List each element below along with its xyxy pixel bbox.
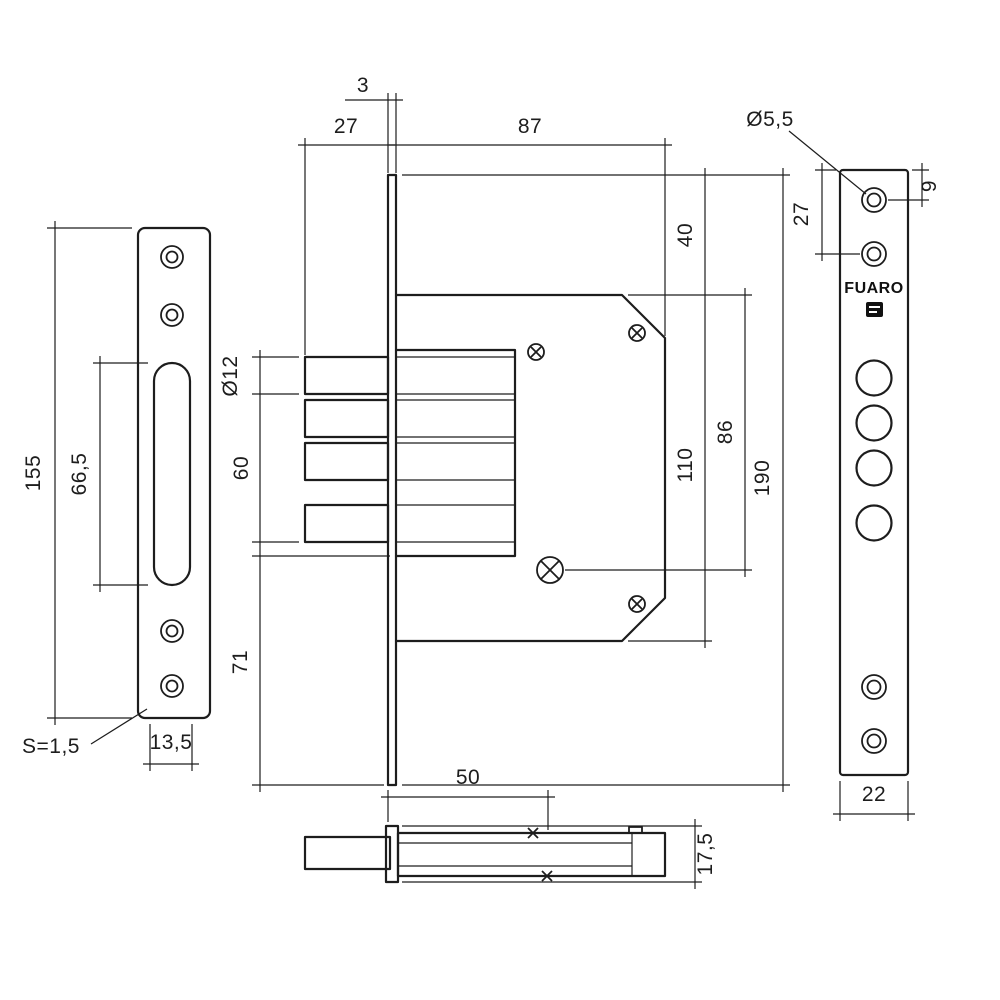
- dim-86-label: 86: [714, 420, 737, 444]
- dim-17-5-label: 17,5: [694, 833, 717, 876]
- screw-center-large-icon: [536, 556, 564, 584]
- faceplate-edge: [386, 173, 398, 787]
- thickness-leader-line: [90, 708, 148, 745]
- faceplate-screw-hole-top-2-inner: [866, 246, 882, 262]
- bolt-1: [303, 355, 390, 396]
- dim-60-label: 60: [230, 456, 253, 480]
- bolt-guide-lines: [396, 356, 515, 543]
- dim-40-label: 40: [674, 223, 697, 247]
- dim-27-label: 27: [334, 115, 358, 138]
- dim-s-1-5-label: S=1,5: [22, 735, 80, 758]
- bolt-4: [303, 503, 390, 544]
- strike-plate-dimensions: 155 66,5 13,5 S=1,5: [22, 221, 199, 771]
- dim-190-label: 190: [751, 460, 774, 497]
- bolt-hole-1: [855, 359, 893, 397]
- bolt-2: [303, 398, 390, 439]
- case-bottom-view: [396, 831, 667, 878]
- strike-screw-hole-bottom-1-inner: [165, 624, 179, 638]
- faceplate-screw-hole-bottom-1-outer: [861, 674, 887, 700]
- screw-axis-mark-bottom: [541, 870, 553, 882]
- lock-bottom-dimensions: 50 17,5: [381, 766, 717, 889]
- dim-3-label: 3: [357, 74, 369, 97]
- faceplate-bottom-view: [384, 824, 400, 884]
- lock-body-dimensions: 3 27 87 40 110 86 190 Ø12 60: [219, 74, 790, 792]
- brand-logo-text: FUARO: [844, 280, 903, 297]
- screw-top-right-icon: [628, 324, 646, 342]
- faceplate-screw-hole-top-2-outer: [861, 241, 887, 267]
- faceplate-front-view: FUARO Ø5,5 27: [746, 108, 941, 821]
- lock-body-side-view: 3 27 87 40 110 86 190 Ø12 60: [219, 74, 790, 792]
- faceplate-screw-hole-bottom-2-inner: [866, 733, 882, 749]
- hole-leader-line: [788, 130, 867, 195]
- screw-top-left-icon: [527, 343, 545, 361]
- strike-plate-body: [136, 226, 212, 720]
- dim-110-label: 110: [674, 448, 697, 483]
- screw-axis-mark-top: [527, 827, 539, 839]
- strike-screw-hole-top-1-inner: [165, 250, 179, 264]
- faceplate-screw-hole-top-1-outer: [861, 187, 887, 213]
- dim-155-label: 155: [22, 455, 45, 492]
- bolt-hole-3: [855, 449, 893, 487]
- dim-13-5-label: 13,5: [150, 731, 193, 754]
- faceplate-screw-hole-top-1-inner: [866, 192, 882, 208]
- dim-9-label: 9: [918, 180, 941, 192]
- lock-body-bottom-view: 50 17,5: [303, 766, 717, 889]
- bolt-bottom-view: [303, 835, 392, 871]
- bolt-housing: [394, 348, 517, 558]
- dim-71-label: 71: [229, 650, 252, 674]
- dim-87-label: 87: [518, 115, 542, 138]
- screw-bottom-right-icon: [628, 595, 646, 613]
- strike-plate-view: 155 66,5 13,5 S=1,5: [22, 221, 212, 771]
- dim-27-right-label: 27: [790, 202, 813, 226]
- bolt-3: [303, 441, 390, 482]
- lock-case-outline: [394, 293, 667, 643]
- dim-d12-label: Ø12: [219, 355, 242, 396]
- fuaro-logo-icon: [866, 302, 883, 317]
- lock-body-shape: [303, 173, 667, 787]
- dim-22-label: 22: [862, 783, 886, 806]
- strike-screw-hole-top-2-inner: [165, 308, 179, 322]
- faceplate-screw-hole-bottom-2-outer: [861, 728, 887, 754]
- faceplate-shape: FUARO: [838, 168, 910, 777]
- dim-d5-5-label: Ø5,5: [746, 108, 794, 131]
- screw-edge-detail: [628, 826, 643, 834]
- strike-plate-shape: [136, 226, 212, 720]
- strike-screw-hole-bottom-2-outer: [160, 674, 184, 698]
- strike-screw-hole-bottom-2-inner: [165, 679, 179, 693]
- faceplate-body: [838, 168, 910, 777]
- strike-screw-hole-bottom-1-outer: [160, 619, 184, 643]
- dim-50-label: 50: [456, 766, 480, 789]
- strike-screw-hole-top-2-outer: [160, 303, 184, 327]
- lock-bottom-shape: [303, 824, 667, 884]
- strike-screw-hole-top-1-outer: [160, 245, 184, 269]
- bolt-hole-4: [855, 504, 893, 542]
- faceplate-dimensions: Ø5,5 27 9 22: [746, 108, 941, 821]
- bolt-hole-2: [855, 404, 893, 442]
- dim-66-5-label: 66,5: [68, 453, 91, 496]
- strike-bolt-slot: [152, 361, 192, 587]
- faceplate-screw-hole-bottom-1-inner: [866, 679, 882, 695]
